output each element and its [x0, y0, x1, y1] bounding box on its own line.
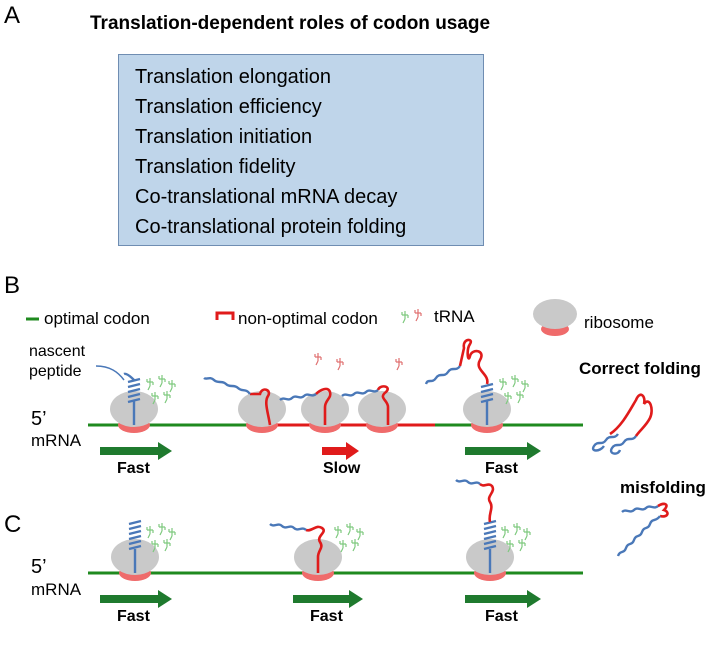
speed-arrow-b2: [322, 442, 359, 460]
ribosome-b5: [424, 338, 511, 433]
ribosome-b4: [341, 385, 406, 433]
ribosome-b1: [110, 372, 158, 433]
legend-non-optimal-swatch: [215, 311, 235, 320]
panel-b-letter: B: [4, 272, 21, 299]
panel-c-letter: C: [4, 511, 22, 538]
speed-arrow-c3: [465, 590, 541, 608]
trna-cluster: [335, 523, 363, 552]
speed-label-b1: Fast: [117, 460, 150, 477]
speed-label-c1: Fast: [117, 608, 150, 625]
panel-a-title: Translation-dependent roles of codon usa…: [90, 13, 491, 34]
legend-non-optimal-label: non-optimal codon: [238, 309, 378, 328]
nascent-label-line1: nascent: [29, 343, 86, 360]
ribosome-b2: [203, 376, 286, 433]
trna-red: [395, 357, 403, 371]
ribosome-c3: [455, 479, 514, 581]
nascent-label-line2: peptide: [29, 363, 82, 380]
legend-ribosome-label: ribosome: [584, 313, 654, 332]
speed-label-b2: Slow: [323, 460, 361, 477]
speed-arrow-c2: [293, 590, 363, 608]
speed-label-c3: Fast: [485, 608, 518, 625]
outcome-correct-folding: Correct folding: [579, 359, 701, 378]
speed-arrow-b1: [100, 442, 172, 460]
speed-arrow-b3: [465, 442, 541, 460]
folded-protein-correct: [591, 393, 653, 455]
speed-arrow-c1: [100, 590, 172, 608]
ribosome-c1: [111, 519, 159, 581]
role-item: Translation initiation: [135, 126, 313, 148]
role-item: Co-translational mRNA decay: [135, 186, 398, 208]
panel-a-letter: A: [4, 2, 21, 29]
misfolded-protein: [616, 502, 669, 557]
mrna-label-b: mRNA: [31, 431, 82, 450]
legend-ribosome-icon: [533, 299, 577, 336]
ribosome-c2: [269, 523, 342, 581]
roles-box: Translation elongation Translation effic…: [118, 54, 484, 246]
legend-trna-icon: [401, 308, 422, 324]
five-prime-label-c: 5’: [31, 556, 47, 578]
trna-red: [314, 352, 322, 366]
ribosome-b3: [279, 387, 349, 433]
role-item: Co-translational protein folding: [135, 216, 407, 238]
role-item: Translation elongation: [135, 66, 332, 88]
five-prime-label-b: 5’: [31, 408, 47, 430]
role-item: Translation efficiency: [135, 96, 322, 118]
legend-trna-label: tRNA: [434, 307, 475, 326]
trna-red: [336, 357, 344, 371]
speed-label-b3: Fast: [485, 460, 518, 477]
role-item: Translation fidelity: [135, 156, 296, 178]
nascent-peptide-pointer: [95, 365, 125, 381]
nascent-peptide-label: nascent peptide: [29, 342, 85, 382]
mrna-label-c: mRNA: [31, 580, 82, 599]
legend-optimal-label: optimal codon: [44, 309, 150, 328]
outcome-misfolding: misfolding: [620, 478, 706, 497]
speed-label-c2: Fast: [310, 608, 343, 625]
